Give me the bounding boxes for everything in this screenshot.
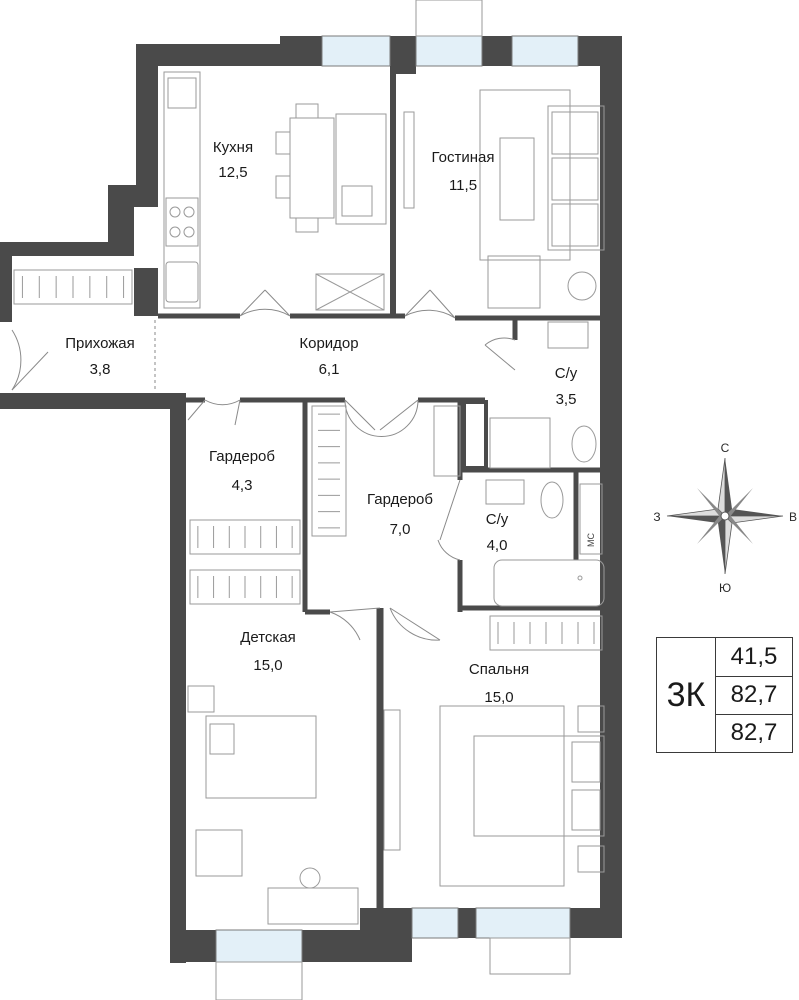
wardrobe-rack-1 xyxy=(189,519,301,555)
room-name-living: Гостиная xyxy=(432,149,495,166)
sink-icon xyxy=(165,261,199,303)
room-name-kitchen: Кухня xyxy=(213,139,253,156)
wardrobe-rack-4 xyxy=(433,405,461,477)
room-name-bath-1: С/у xyxy=(555,365,578,382)
hood-icon xyxy=(167,77,197,109)
room-area-wardrobe-2: 7,0 xyxy=(390,521,411,538)
total-area: 82,7 xyxy=(716,675,792,714)
windows xyxy=(215,0,579,1000)
compass-north: С xyxy=(721,441,730,455)
wardrobe-rack-2 xyxy=(189,569,301,605)
room-name-bedroom: Спальня xyxy=(469,661,529,678)
sink-bath-1 xyxy=(547,321,589,349)
room-area-bath-2: 4,0 xyxy=(487,537,508,554)
armchair xyxy=(487,255,541,309)
living-sofa xyxy=(547,105,605,251)
kids-chair xyxy=(195,829,243,877)
mc-box xyxy=(579,483,603,555)
compass-west: З xyxy=(653,510,660,524)
window-bedroom-1 xyxy=(411,907,459,939)
window-living-1 xyxy=(415,35,483,67)
mc-label: МС xyxy=(586,533,596,547)
room-name-bath-2: С/у xyxy=(486,511,509,528)
toilet-1 xyxy=(571,425,597,463)
bathtub xyxy=(493,559,605,607)
kitchen-sofa xyxy=(335,113,387,225)
furniture xyxy=(13,71,605,925)
hall-wardrobe xyxy=(13,269,133,305)
room-name-wardrobe-1: Гардероб xyxy=(209,448,275,465)
dining-table xyxy=(289,117,335,219)
outer-walls xyxy=(0,36,622,963)
area-summary: 3К 41,5 82,7 82,7 xyxy=(656,637,793,753)
room-area-wardrobe-1: 4,3 xyxy=(232,477,253,494)
stove-icon xyxy=(165,197,199,247)
room-count: 3К xyxy=(666,675,706,714)
compass-south: Ю xyxy=(719,581,731,595)
living-area: 41,5 xyxy=(730,642,778,670)
room-area-bedroom: 15,0 xyxy=(484,689,513,706)
wardrobe-rack-3 xyxy=(311,405,347,537)
compass-east: В xyxy=(789,510,797,524)
cloakroom-hanger-mark xyxy=(577,575,583,581)
kids-rack xyxy=(489,615,603,651)
room-labels: Кухня 12,5 Гостиная 11,5 Прихожая 3,8 Ко… xyxy=(65,139,596,706)
compass-rose-icon: С Ю З В xyxy=(653,441,797,595)
room-name-corridor: Коридор xyxy=(299,335,358,352)
toilet-2 xyxy=(540,481,564,519)
window-living-2 xyxy=(511,35,579,67)
room-area-corridor: 6,1 xyxy=(319,361,340,378)
window-bedroom-2 xyxy=(475,907,571,939)
total-area-with-balconies: 82,7 xyxy=(716,713,792,752)
hanger-marks xyxy=(21,276,595,644)
bed xyxy=(473,735,605,837)
window-children xyxy=(215,929,303,963)
area-values: 41,5 82,7 82,7 xyxy=(715,638,792,752)
coffee-table xyxy=(499,137,535,221)
room-area-kitchen: 12,5 xyxy=(218,164,247,181)
room-name-wardrobe-2: Гардероб xyxy=(367,491,433,508)
kids-bed xyxy=(205,715,317,799)
room-area-bath-1: 3,5 xyxy=(556,391,577,408)
sink-bath-2 xyxy=(485,479,525,505)
interior-walls xyxy=(134,66,602,930)
room-area-hall: 3,8 xyxy=(90,361,111,378)
shower-tray xyxy=(489,417,551,469)
bedroom-rug xyxy=(439,705,565,887)
room-name-hall: Прихожая xyxy=(65,335,135,352)
kitchen-counter xyxy=(163,71,201,309)
room-area-living: 11,5 xyxy=(449,177,477,194)
lamp-icon xyxy=(567,271,597,301)
kids-desk xyxy=(267,887,359,925)
window-kitchen xyxy=(321,35,391,67)
room-name-kids: Детская xyxy=(240,629,296,646)
room-area-kids: 15,0 xyxy=(253,657,282,674)
living-rug xyxy=(479,89,571,261)
doors xyxy=(11,289,516,641)
